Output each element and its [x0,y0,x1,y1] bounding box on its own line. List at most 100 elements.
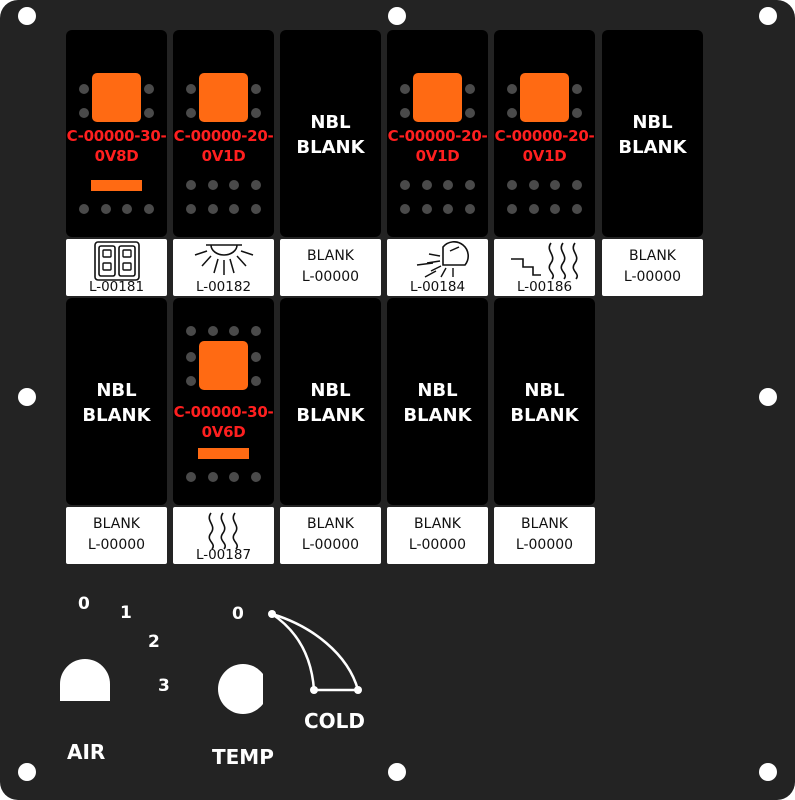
cold-label: COLD [304,709,366,733]
indicator-dot [529,180,539,190]
indicator-dot [465,180,475,190]
label-title: BLANK [521,516,568,532]
mount-hole [388,7,406,25]
label-code: L-00187 [195,547,252,563]
rocker-switch-4[interactable]: C-00000-20-0V1D [387,30,488,237]
indicator-dot [79,84,89,94]
indicator-dot [572,108,582,118]
label-code: L-00181 [88,279,145,295]
legend-label-2: L-00182 [173,239,274,296]
indicator-dot [550,180,560,190]
mount-hole [759,388,777,406]
legend-label-9: BLANK L-00000 [280,507,381,564]
heat-icon [173,509,274,551]
lamp-indicator [92,73,141,122]
indicator-dot [507,108,517,118]
step-heat-icon [494,241,595,283]
rocker-switch-2[interactable]: C-00000-20-0V1D [173,30,274,237]
indicator-dot [572,180,582,190]
indicator-dot [443,204,453,214]
label-code: L-00000 [623,269,682,285]
indicator-dot [186,352,196,362]
mount-hole [18,388,36,406]
temp-position-0: 0 [232,604,244,624]
mount-hole [759,763,777,781]
indicator-dot [186,326,196,336]
indicator-dot [122,204,132,214]
air-position-0: 0 [78,594,90,614]
label-code: L-00184 [409,279,466,295]
indicator-dot [465,84,475,94]
indicator-dot [422,204,432,214]
lamp-bar [198,448,249,459]
shower-icon [387,241,488,283]
legend-label-7: BLANK L-00000 [66,507,167,564]
label-code: L-00182 [195,279,252,295]
indicator-dot [529,204,539,214]
lamp-indicator [520,73,569,122]
indicator-dot [186,180,196,190]
indicator-dot [251,376,261,386]
part-code: C-00000-20-0V1D [387,127,488,165]
indicator-dot [400,84,410,94]
indicator-dot [550,204,560,214]
indicator-dot [144,108,154,118]
indicator-dot [229,326,239,336]
indicator-dot [251,204,261,214]
temp-control-knob[interactable] [218,664,263,714]
indicator-dot [572,204,582,214]
label-title: BLANK [93,516,140,532]
label-title: BLANK [414,516,461,532]
legend-label-1: L-00181 [66,239,167,296]
legend-label-4: L-00184 [387,239,488,296]
indicator-dot [507,204,517,214]
indicator-dot [101,204,111,214]
label-code: L-00186 [516,279,573,295]
air-position-1: 1 [120,603,132,623]
legend-label-6: BLANK L-00000 [602,239,703,296]
part-code: C-00000-30-0V8D [66,127,167,165]
indicator-dot [400,204,410,214]
indicator-dot [251,108,261,118]
indicator-dot [208,180,218,190]
indicator-dot [229,472,239,482]
indicator-dot [208,326,218,336]
indicator-dot [229,204,239,214]
door-icon [66,241,167,283]
part-code: C-00000-30-0V6D [173,403,274,441]
indicator-dot [186,204,196,214]
air-control-knob[interactable] [60,659,110,701]
lamp-indicator [199,73,248,122]
indicator-dot [186,108,196,118]
indicator-dot [251,472,261,482]
indicator-dot [144,84,154,94]
rocker-switch-5[interactable]: C-00000-20-0V1D [494,30,595,237]
indicator-dot [251,326,261,336]
temp-range-indicator [268,610,362,694]
indicator-dot [251,180,261,190]
rocker-switch-1[interactable]: C-00000-30-0V8D [66,30,167,237]
indicator-dot [251,84,261,94]
indicator-dot [251,352,261,362]
indicator-dot [144,204,154,214]
lamp-indicator [413,73,462,122]
indicator-dot [400,180,410,190]
indicator-dot [79,108,89,118]
indicator-dot [465,108,475,118]
rocker-switch-8[interactable]: C-00000-30-0V6D [173,298,274,505]
indicator-dot [208,472,218,482]
label-code: L-00000 [87,537,146,553]
legend-label-3: BLANK L-00000 [280,239,381,296]
light-icon [173,241,274,283]
part-code: C-00000-20-0V1D [173,127,274,165]
